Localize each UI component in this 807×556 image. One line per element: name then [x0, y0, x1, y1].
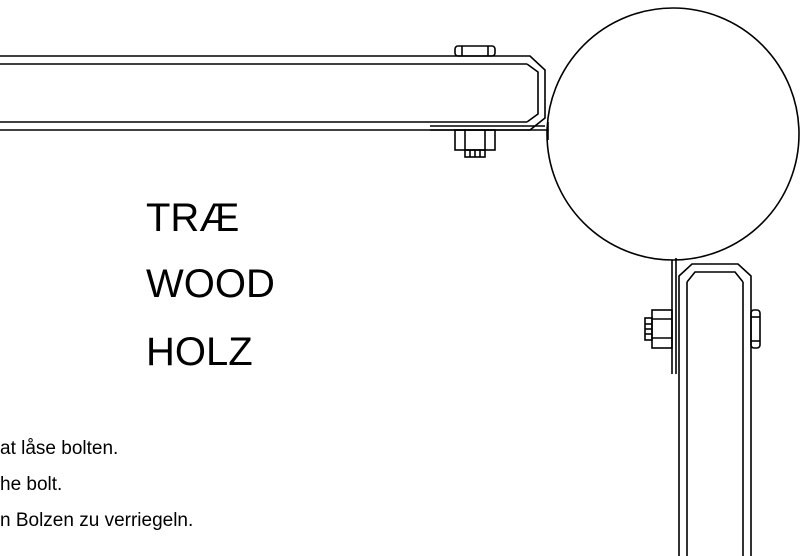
side-bolt-head-right [750, 309, 761, 349]
ball-circle [546, 7, 800, 261]
label-english: WOOD [146, 262, 275, 306]
top-bolt-head [454, 45, 496, 57]
instruction-danish: at låse bolten. [0, 438, 119, 459]
vertical-post [678, 263, 752, 556]
instruction-english: he bolt. [0, 474, 63, 495]
side-nut-left [644, 309, 673, 349]
bottom-nut [454, 129, 496, 158]
instruction-german: n Bolzen zu verriegeln. [0, 510, 194, 531]
label-german: HOLZ [146, 330, 253, 374]
label-danish: TRÆ [146, 196, 240, 240]
horizontal-tube [0, 55, 546, 131]
bracket-plate [430, 122, 549, 140]
